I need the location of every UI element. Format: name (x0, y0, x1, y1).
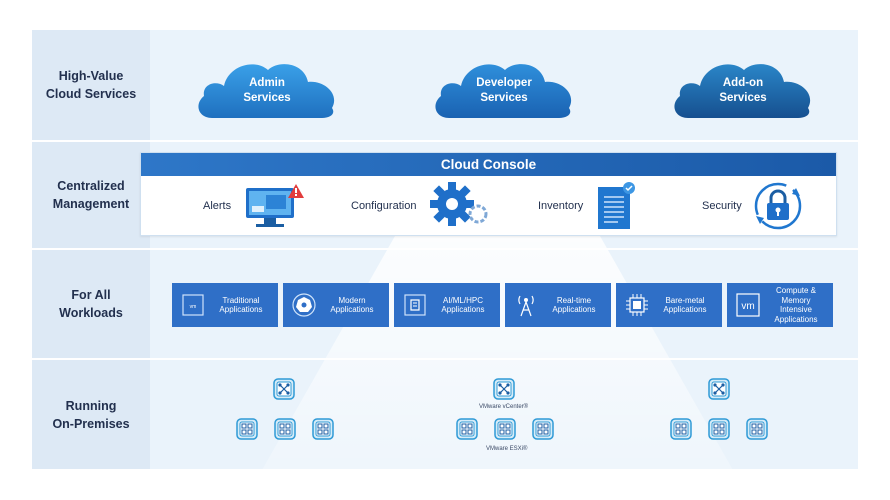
vcenter-server-icon (708, 378, 730, 400)
workload-label: Real-time Applications (552, 295, 596, 315)
esxi-host-icon (236, 418, 258, 440)
svg-text:vm: vm (741, 301, 754, 312)
antenna-icon (518, 295, 534, 317)
esxi-host-icon (274, 418, 296, 440)
esxi-host-icon (708, 418, 730, 440)
cloud-icon (674, 64, 811, 118)
row-label: For All Workloads (32, 250, 150, 358)
row-label: Running On-Premises (32, 360, 150, 469)
cloud-console-panel: Cloud Console (140, 152, 837, 236)
cloud-label: Add-on Services (719, 77, 767, 104)
esxi-host-icon (532, 418, 554, 440)
esxi-label: VMware ESXi® (486, 446, 528, 452)
workload-real-time-applications: Real-time Applications (505, 283, 611, 327)
workload-bare-metal-applications: Bare-metal Applications (616, 283, 722, 327)
cloud-label: Developer Services (476, 77, 532, 104)
gears-icon (430, 182, 488, 226)
console-item-inventory: Inventory (538, 200, 584, 212)
cloud-addon-services: Add-on Services (670, 54, 816, 120)
security-lock-icon (754, 182, 802, 230)
workload-label: Traditional Applications (219, 295, 263, 315)
vcenter-label: VMware vCenter® (479, 404, 529, 410)
workload-modern-applications: Modern Applications (283, 283, 389, 327)
vm-icon: vm (736, 293, 760, 317)
processor-icon (626, 294, 648, 316)
esxi-host-icon (494, 418, 516, 440)
vm-box-icon: vm (182, 294, 204, 316)
workload-label: Modern Applications (330, 295, 374, 315)
row-label: High-Value Cloud Services (32, 30, 150, 140)
cloud-label: Admin Services (243, 77, 291, 104)
svg-text:vm: vm (190, 304, 197, 310)
cloud-admin-services: Admin Services (194, 54, 340, 120)
esxi-host-icon (312, 418, 334, 440)
workload-compute-memory-intensive-applications: vm Compute & Memory Intensive Applicatio… (727, 283, 833, 327)
workload-label: Compute & Memory Intensive Applications (774, 286, 818, 324)
workload-ai-ml-hpc-applications: AI/ML/HPC Applications (394, 283, 500, 327)
alert-monitor-icon (246, 184, 304, 227)
cloud-icon (435, 64, 572, 118)
workload-traditional-applications: vm Traditional Applications (172, 283, 278, 327)
kubernetes-icon (292, 293, 316, 317)
workload-label: AI/ML/HPC Applications (441, 295, 485, 315)
esxi-host-icon (456, 418, 478, 440)
console-item-alerts: Alerts (203, 200, 232, 212)
row-body (150, 360, 858, 469)
inventory-document-icon (598, 182, 635, 229)
cloud-developer-services: Developer Services (431, 54, 577, 120)
esxi-host-icon (746, 418, 768, 440)
ai-chip-icon (404, 294, 426, 316)
cloud-console-title: Cloud Console (141, 153, 836, 176)
row-on-premises: Running On-Premises (32, 360, 858, 469)
esxi-host-icon (670, 418, 692, 440)
workload-label: Bare-metal Applications (663, 295, 707, 315)
vcenter-server-icon (493, 378, 515, 400)
row-label: Centralized Management (32, 142, 150, 248)
cloud-icon (198, 64, 335, 118)
console-item-configuration: Configuration (351, 200, 417, 212)
vcenter-server-icon (273, 378, 295, 400)
console-item-security: Security (702, 200, 742, 212)
